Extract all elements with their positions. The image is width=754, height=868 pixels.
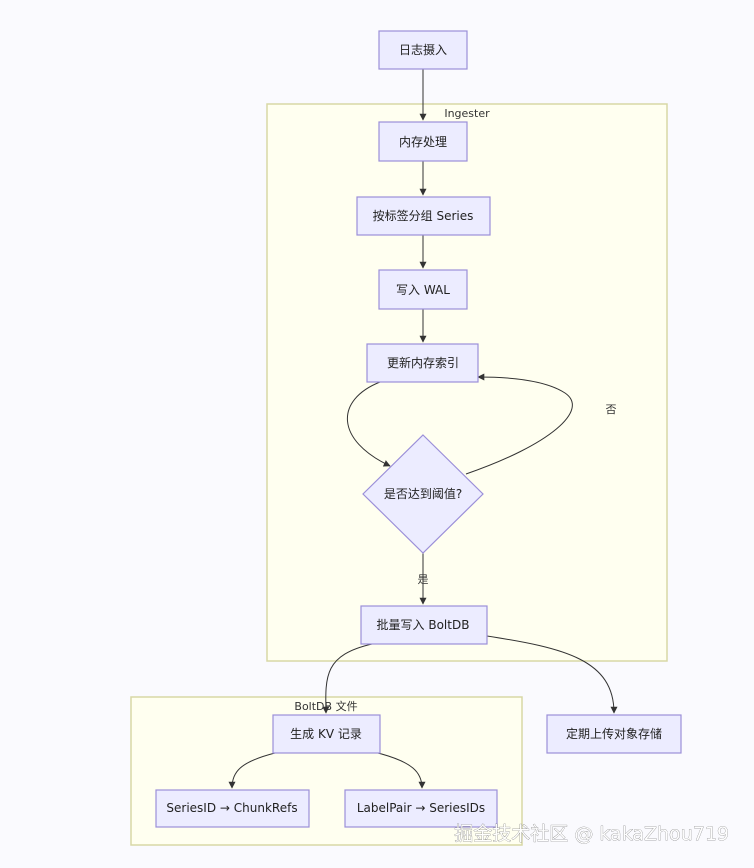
node-threshold-decision: 是否达到阈值? <box>362 434 484 554</box>
node-update-index: 更新内存索引 <box>366 343 479 383</box>
edge-label-no: 否 <box>606 403 617 416</box>
edge-kv-to-label-series <box>377 752 426 789</box>
node-memory-process: 内存处理 <box>378 121 468 162</box>
edge-batch-to-upload <box>486 635 618 714</box>
edge-label-yes: 是 <box>418 573 429 586</box>
node-threshold-label: 是否达到阈值? <box>384 486 462 501</box>
watermark: 掘金技术社区 @ kakaZhou719 <box>454 823 729 845</box>
node-series-chunk: SeriesID → ChunkRefs <box>155 789 310 828</box>
node-series-chunk-label: SeriesID → ChunkRefs <box>166 801 297 815</box>
node-kv-record-label: 生成 KV 记录 <box>290 727 362 741</box>
edges <box>228 69 618 789</box>
node-upload-label: 定期上传对象存储 <box>566 726 662 741</box>
ingester-cluster-label: Ingester <box>444 107 490 120</box>
node-kv-record: 生成 KV 记录 <box>272 714 381 754</box>
edge-kv-to-series-chunk <box>228 752 276 789</box>
edge-batch-to-kv <box>322 643 373 714</box>
node-label-series-label: LabelPair → SeriesIDs <box>357 801 485 815</box>
node-update-index-label: 更新内存索引 <box>387 355 459 370</box>
node-group-series-label: 按标签分组 Series <box>373 208 474 223</box>
edge-index-to-threshold <box>346 381 391 467</box>
node-upload: 定期上传对象存储 <box>546 714 682 754</box>
node-memory-process-label: 内存处理 <box>399 135 447 149</box>
edge-threshold-no-loop <box>465 373 573 475</box>
node-group-series: 按标签分组 Series <box>356 196 491 236</box>
node-log-ingest: 日志摄入 <box>378 30 468 70</box>
node-batch-write: 批量写入 BoltDB <box>360 605 488 645</box>
node-label-series: LabelPair → SeriesIDs <box>344 789 498 828</box>
node-batch-write-label: 批量写入 BoltDB <box>377 617 470 632</box>
node-write-wal-label: 写入 WAL <box>396 283 450 297</box>
node-write-wal: 写入 WAL <box>378 269 468 310</box>
node-log-ingest-label: 日志摄入 <box>399 42 447 57</box>
